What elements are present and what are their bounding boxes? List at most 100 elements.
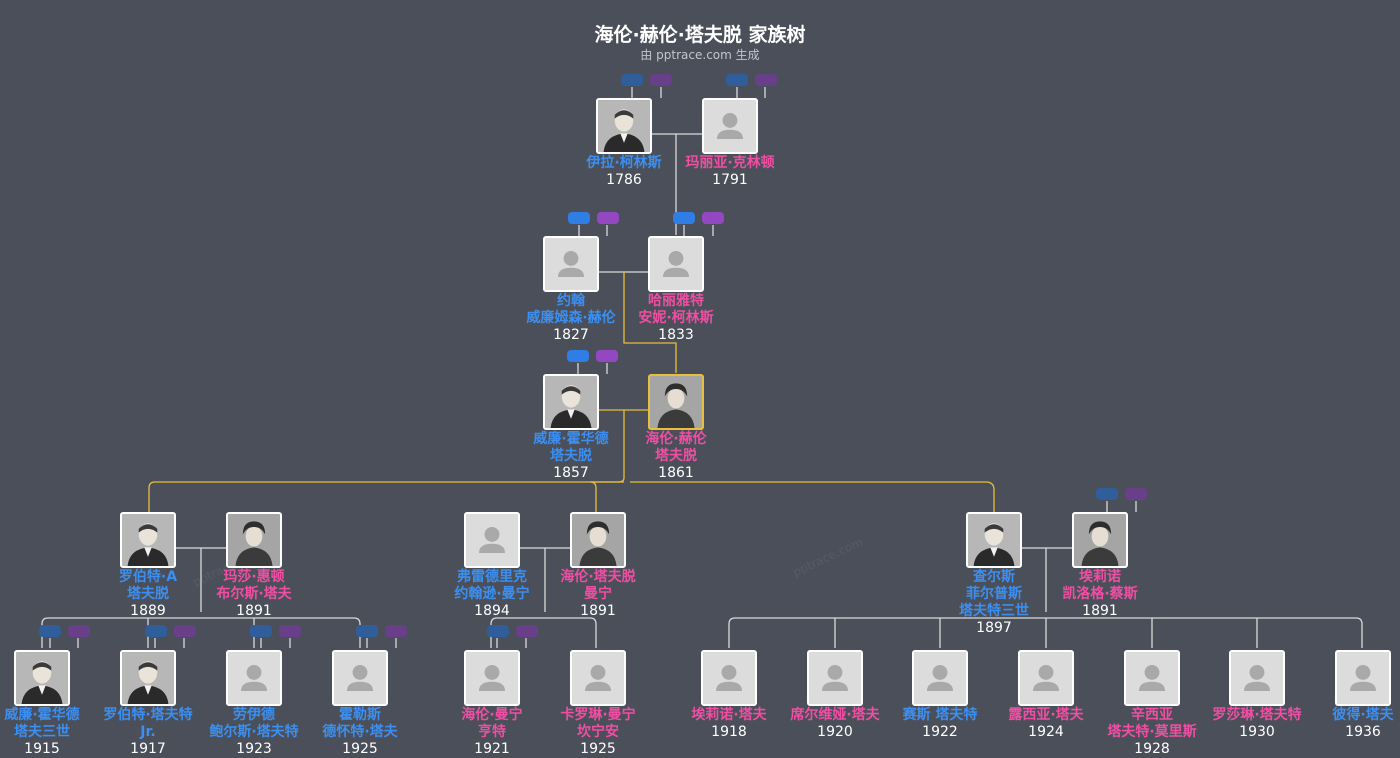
person-name-line: 菲尔普斯 <box>966 586 1022 602</box>
add-father-badge[interactable] <box>356 625 378 637</box>
add-mother-badge[interactable] <box>174 625 196 637</box>
avatar-placeholder-icon[interactable] <box>807 650 863 706</box>
avatar-placeholder-icon[interactable] <box>1124 650 1180 706</box>
add-father-badge[interactable] <box>250 625 272 637</box>
add-mother-badge[interactable] <box>279 625 301 637</box>
avatar-placeholder-icon[interactable] <box>648 236 704 292</box>
portrait-photo[interactable] <box>596 98 652 154</box>
portrait-photo[interactable] <box>648 374 704 430</box>
person-name-line: 安妮·柯林斯 <box>638 310 714 326</box>
person-name-line: 约翰 <box>557 293 585 309</box>
birth-year: 1924 <box>1028 724 1064 740</box>
add-father-badge[interactable] <box>1096 488 1118 500</box>
avatar-placeholder-icon[interactable] <box>701 650 757 706</box>
person-name-line: 伊拉·柯林斯 <box>586 155 662 171</box>
portrait-photo[interactable] <box>120 512 176 568</box>
add-father-badge[interactable] <box>567 350 589 362</box>
add-mother-badge[interactable] <box>702 212 724 224</box>
portrait-photo[interactable] <box>570 512 626 568</box>
portrait-photo[interactable] <box>966 512 1022 568</box>
person-name-line: 玛莎·惠顿 <box>223 569 285 585</box>
avatar-placeholder-icon[interactable] <box>1335 650 1391 706</box>
avatar-placeholder-icon[interactable] <box>464 650 520 706</box>
add-father-badge[interactable] <box>621 74 643 86</box>
person-name-line: 塔夫脱 <box>550 448 592 464</box>
person-name-line: 曼宁 <box>584 586 612 602</box>
birth-year: 1833 <box>658 327 694 343</box>
add-father-badge[interactable] <box>39 625 61 637</box>
avatar-placeholder-icon[interactable] <box>702 98 758 154</box>
add-mother-badge[interactable] <box>385 625 407 637</box>
add-mother-badge[interactable] <box>755 74 777 86</box>
portrait-photo[interactable] <box>1072 512 1128 568</box>
birth-year: 1921 <box>474 741 510 757</box>
person-name-line: 玛丽亚·克林顿 <box>685 155 775 171</box>
add-father-badge[interactable] <box>487 625 509 637</box>
person-name-line: 海伦·曼宁 <box>461 707 523 723</box>
avatar-placeholder-icon[interactable] <box>1229 650 1285 706</box>
person-name-line: 哈丽雅特 <box>648 293 704 309</box>
add-mother-badge[interactable] <box>1125 488 1147 500</box>
add-father-badge[interactable] <box>726 74 748 86</box>
add-mother-badge[interactable] <box>68 625 90 637</box>
add-father-badge[interactable] <box>568 212 590 224</box>
person-name-line: 罗伯特·A <box>118 569 178 585</box>
portrait-photo[interactable] <box>120 650 176 706</box>
add-mother-badge[interactable] <box>597 212 619 224</box>
birth-year: 1928 <box>1134 741 1170 757</box>
avatar-placeholder-icon[interactable] <box>570 650 626 706</box>
person-name-line: 罗莎琳·塔夫特 <box>1212 707 1302 723</box>
portrait-photo[interactable] <box>543 374 599 430</box>
person-name-line: 海伦·赫伦 <box>645 431 707 447</box>
person-name-line: 塔夫脱 <box>127 586 169 602</box>
avatar-placeholder-icon[interactable] <box>226 650 282 706</box>
person-name-line: 露西亚·塔夫 <box>1008 707 1084 723</box>
portrait-photo[interactable] <box>14 650 70 706</box>
add-mother-badge[interactable] <box>516 625 538 637</box>
avatar-placeholder-icon[interactable] <box>332 650 388 706</box>
portrait-photo[interactable] <box>226 512 282 568</box>
avatar-placeholder-icon[interactable] <box>1018 650 1074 706</box>
avatar-placeholder-icon[interactable] <box>543 236 599 292</box>
add-mother-badge[interactable] <box>596 350 618 362</box>
person-name-line: 弗雷德里克 <box>457 569 527 585</box>
add-father-badge[interactable] <box>145 625 167 637</box>
avatar-placeholder-icon[interactable] <box>912 650 968 706</box>
birth-year: 1917 <box>130 741 166 757</box>
avatar-placeholder-icon[interactable] <box>464 512 520 568</box>
add-father-badge[interactable] <box>673 212 695 224</box>
add-mother-badge[interactable] <box>650 74 672 86</box>
